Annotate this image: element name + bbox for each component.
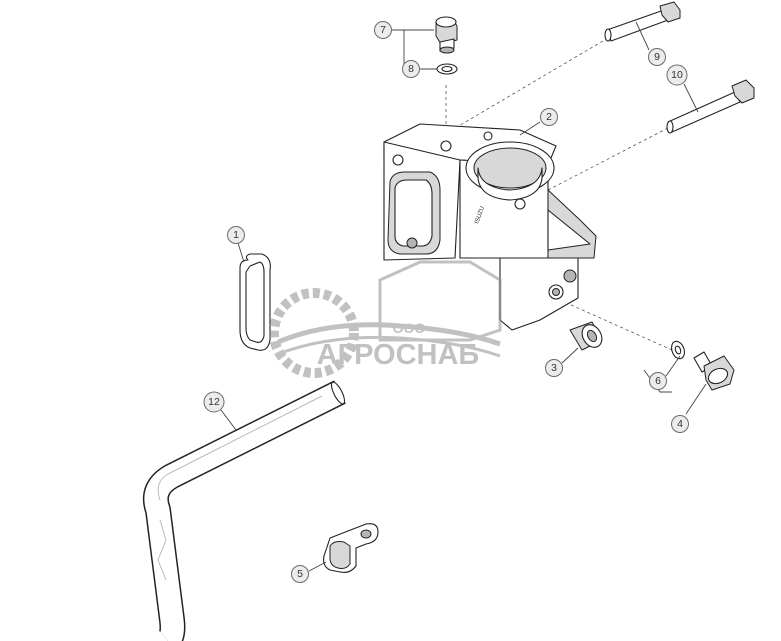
leader-2: [519, 121, 541, 136]
assembly-line-bolt-10: [547, 127, 669, 191]
part-5-clamp: [323, 523, 379, 573]
assembly-lines: [417, 37, 673, 351]
svg-text:3: 3: [551, 362, 557, 374]
callout-1: 1: [227, 226, 245, 244]
callout-10: 10: [666, 64, 688, 86]
part-8-washer: [436, 63, 458, 75]
part-3-bushing: [569, 321, 603, 351]
leader-3: [561, 347, 579, 364]
assembly-line-bolt-9: [417, 37, 609, 151]
svg-text:1: 1: [233, 229, 239, 241]
leader-7-8: [391, 29, 405, 70]
callout-9: 9: [648, 48, 666, 66]
leader-6: [643, 369, 672, 393]
svg-text:5: 5: [297, 568, 303, 580]
part-4-drain-plug: [693, 351, 735, 391]
svg-text:ISUZU: ISUZU: [474, 206, 486, 225]
part-12-hose: [142, 380, 346, 641]
callout-3: 3: [545, 359, 563, 377]
assembly-line-drain: [559, 299, 673, 351]
svg-text:12: 12: [208, 396, 220, 408]
svg-text:10: 10: [671, 69, 683, 81]
leader-10: [683, 83, 699, 113]
watermark-company-form: ООО: [393, 320, 426, 336]
callout-5: 5: [291, 565, 309, 583]
leader-1: [237, 242, 245, 263]
part-6-washer: [671, 340, 685, 360]
part-7-plug: [435, 16, 458, 54]
callout-4: 4: [671, 415, 689, 433]
watermark-logo: ООО АГРОСНАБ: [269, 260, 502, 378]
callout-12: 12: [203, 391, 225, 413]
leader-5: [308, 561, 327, 572]
svg-text:2: 2: [546, 111, 552, 123]
svg-text:7: 7: [380, 24, 386, 36]
watermark-company-name: АГРОСНАБ: [317, 339, 480, 371]
callout-7: 7: [374, 21, 392, 39]
svg-text:9: 9: [654, 51, 660, 63]
leader-12: [220, 409, 237, 431]
callout-2: 2: [540, 108, 558, 126]
svg-text:4: 4: [677, 418, 683, 430]
watermark-harvester-icon: [378, 260, 502, 342]
part-10-bolt: [666, 79, 755, 134]
svg-text:6: 6: [655, 375, 661, 387]
svg-text:8: 8: [408, 63, 414, 75]
callout-6: 6: [649, 372, 667, 390]
part-2-housing: ISUZU: [383, 123, 597, 331]
watermark-gear-icon: [269, 288, 359, 378]
callout-leaders: [220, 21, 707, 572]
part-1-gasket: [239, 253, 271, 351]
leader-9: [635, 21, 650, 51]
callout-8: 8: [402, 60, 420, 78]
leader-4: [685, 383, 707, 415]
